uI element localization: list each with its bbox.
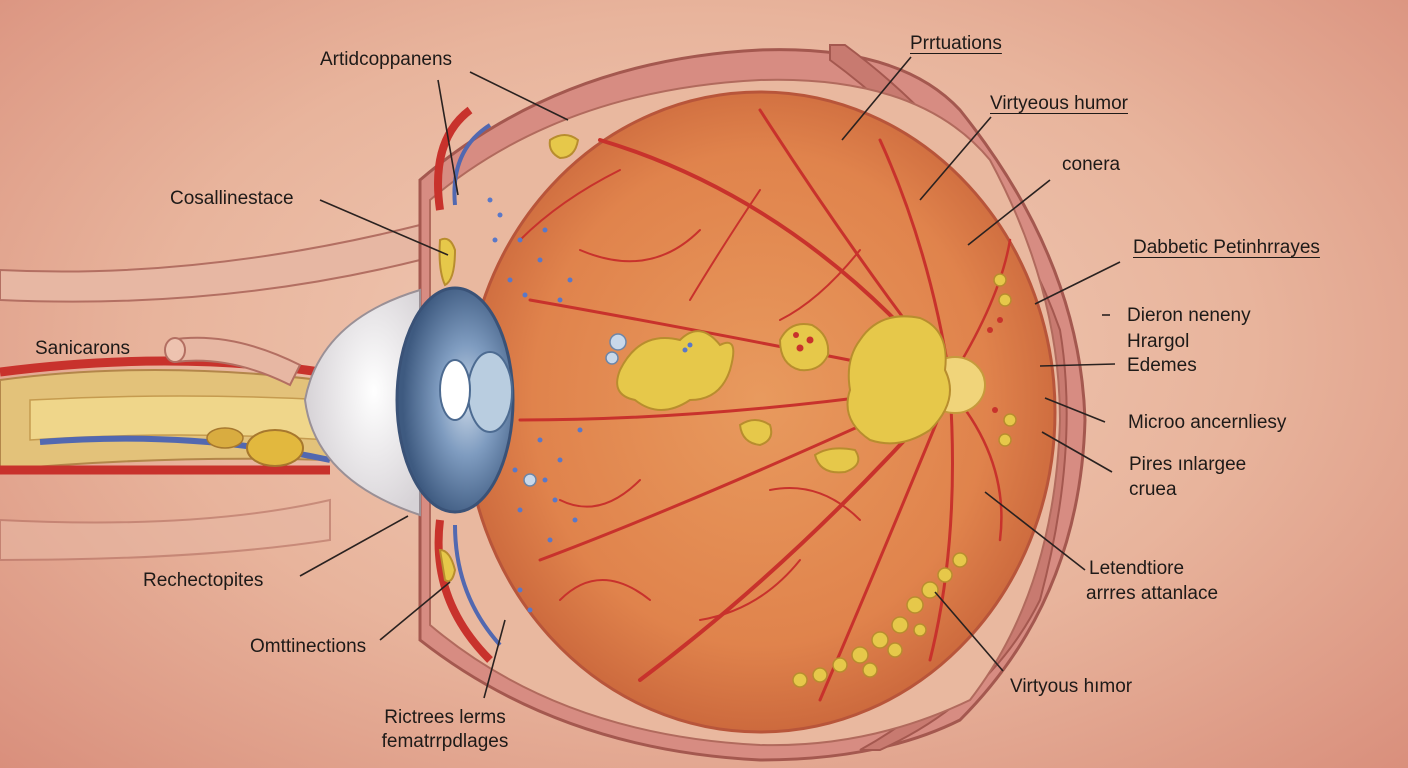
- label-dabbetic-petinhrrayes: Dabbetic Petinhrrayes: [1133, 237, 1320, 258]
- retina-interior: [438, 90, 1057, 734]
- label-microo-ancernliesy: Microo ancernliesy: [1128, 412, 1287, 433]
- label-letendtiore: Letendtiore: [1089, 558, 1185, 579]
- label-virtyous-himor: Virtyous hımor: [1010, 676, 1133, 697]
- anterior-eye: [303, 286, 515, 517]
- label-edemes: Edemes: [1127, 355, 1197, 376]
- label-fematrrpdlages: fematrrpdlages: [381, 731, 509, 752]
- label-omttinections: Omttinections: [250, 636, 367, 657]
- label-prrtuations: Prrtuations: [910, 33, 1002, 54]
- label-sanicarons: Sanicarons: [35, 338, 131, 359]
- label-cosallinestace: Cosallinestace: [170, 188, 294, 209]
- label-pires-inlargee: Pires ınlargee: [1129, 454, 1247, 475]
- leader-lines: [299, 56, 1121, 699]
- label-rictrees-lerms: Rictrees lerms: [384, 707, 506, 728]
- label-hrargol: Hrargol: [1127, 331, 1190, 352]
- label-rechectopites: Rechectopites: [143, 570, 264, 591]
- label-cruea: cruea: [1129, 479, 1177, 500]
- optic-nerve-bundle: [0, 223, 421, 562]
- label-virtyeous-humor: Virtyeous humor: [990, 93, 1128, 114]
- label-conera: conera: [1062, 154, 1121, 175]
- label-arrres-attanlace: arrres attanlace: [1086, 583, 1219, 604]
- label-dieron-neneny: Dieron neneny: [1127, 305, 1251, 326]
- label-artidcoppanens: Artidcoppanens: [320, 49, 453, 70]
